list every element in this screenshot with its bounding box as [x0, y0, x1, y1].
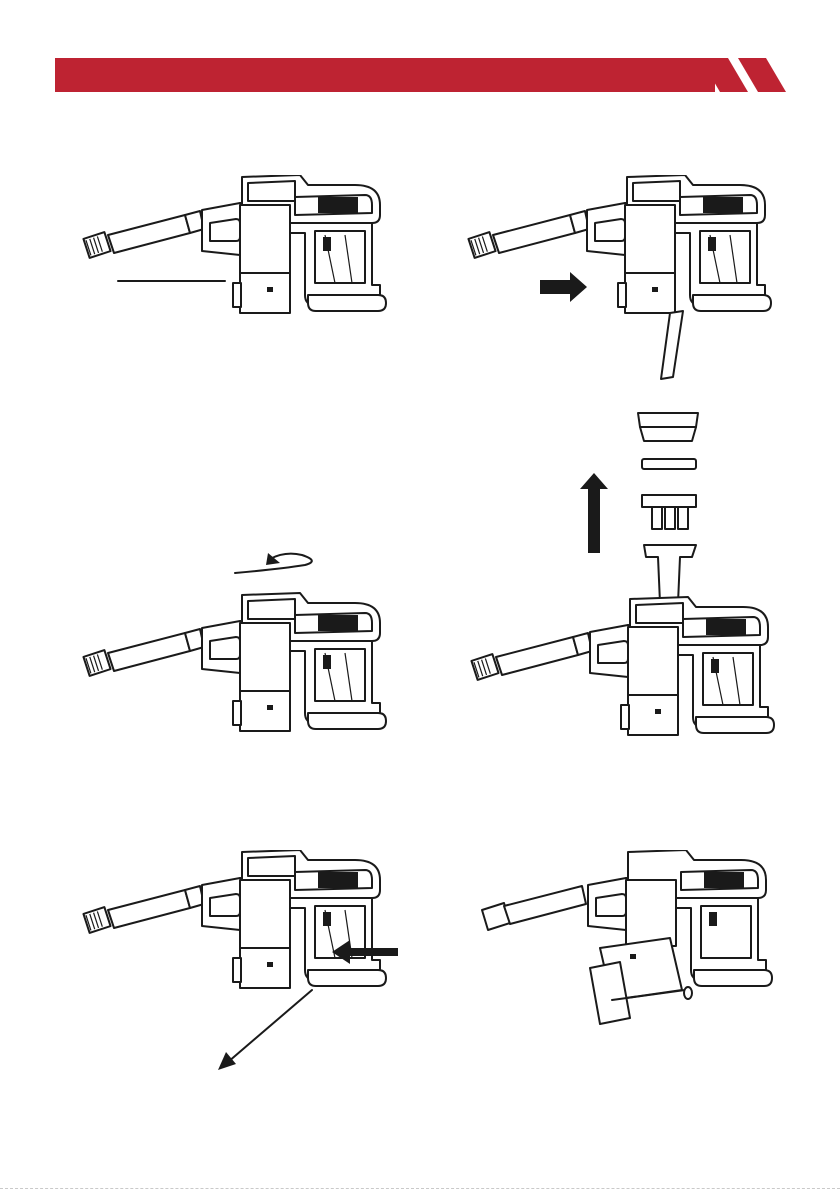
step-1-illustration	[80, 175, 400, 325]
open-bin-lid	[661, 311, 683, 379]
arrow-diagonal-line	[228, 990, 312, 1062]
header-slash-2	[738, 58, 786, 92]
step-5-illustration	[80, 850, 410, 1080]
cyclone-cone	[644, 545, 696, 603]
filter-mesh	[642, 495, 696, 507]
filter-cap	[638, 413, 698, 427]
header-banner	[0, 0, 840, 110]
step-3-illustration	[80, 545, 400, 740]
filter-ring	[642, 459, 696, 469]
header-bar	[55, 58, 715, 92]
arrow-down-left-icon	[218, 1052, 236, 1070]
step-2-illustration	[465, 175, 795, 385]
page-bottom-rule	[0, 1188, 840, 1189]
arrow-up-icon	[580, 473, 608, 553]
arrow-right-icon	[540, 272, 587, 302]
step-6-illustration	[470, 850, 800, 1060]
step-4-illustration	[470, 405, 800, 740]
